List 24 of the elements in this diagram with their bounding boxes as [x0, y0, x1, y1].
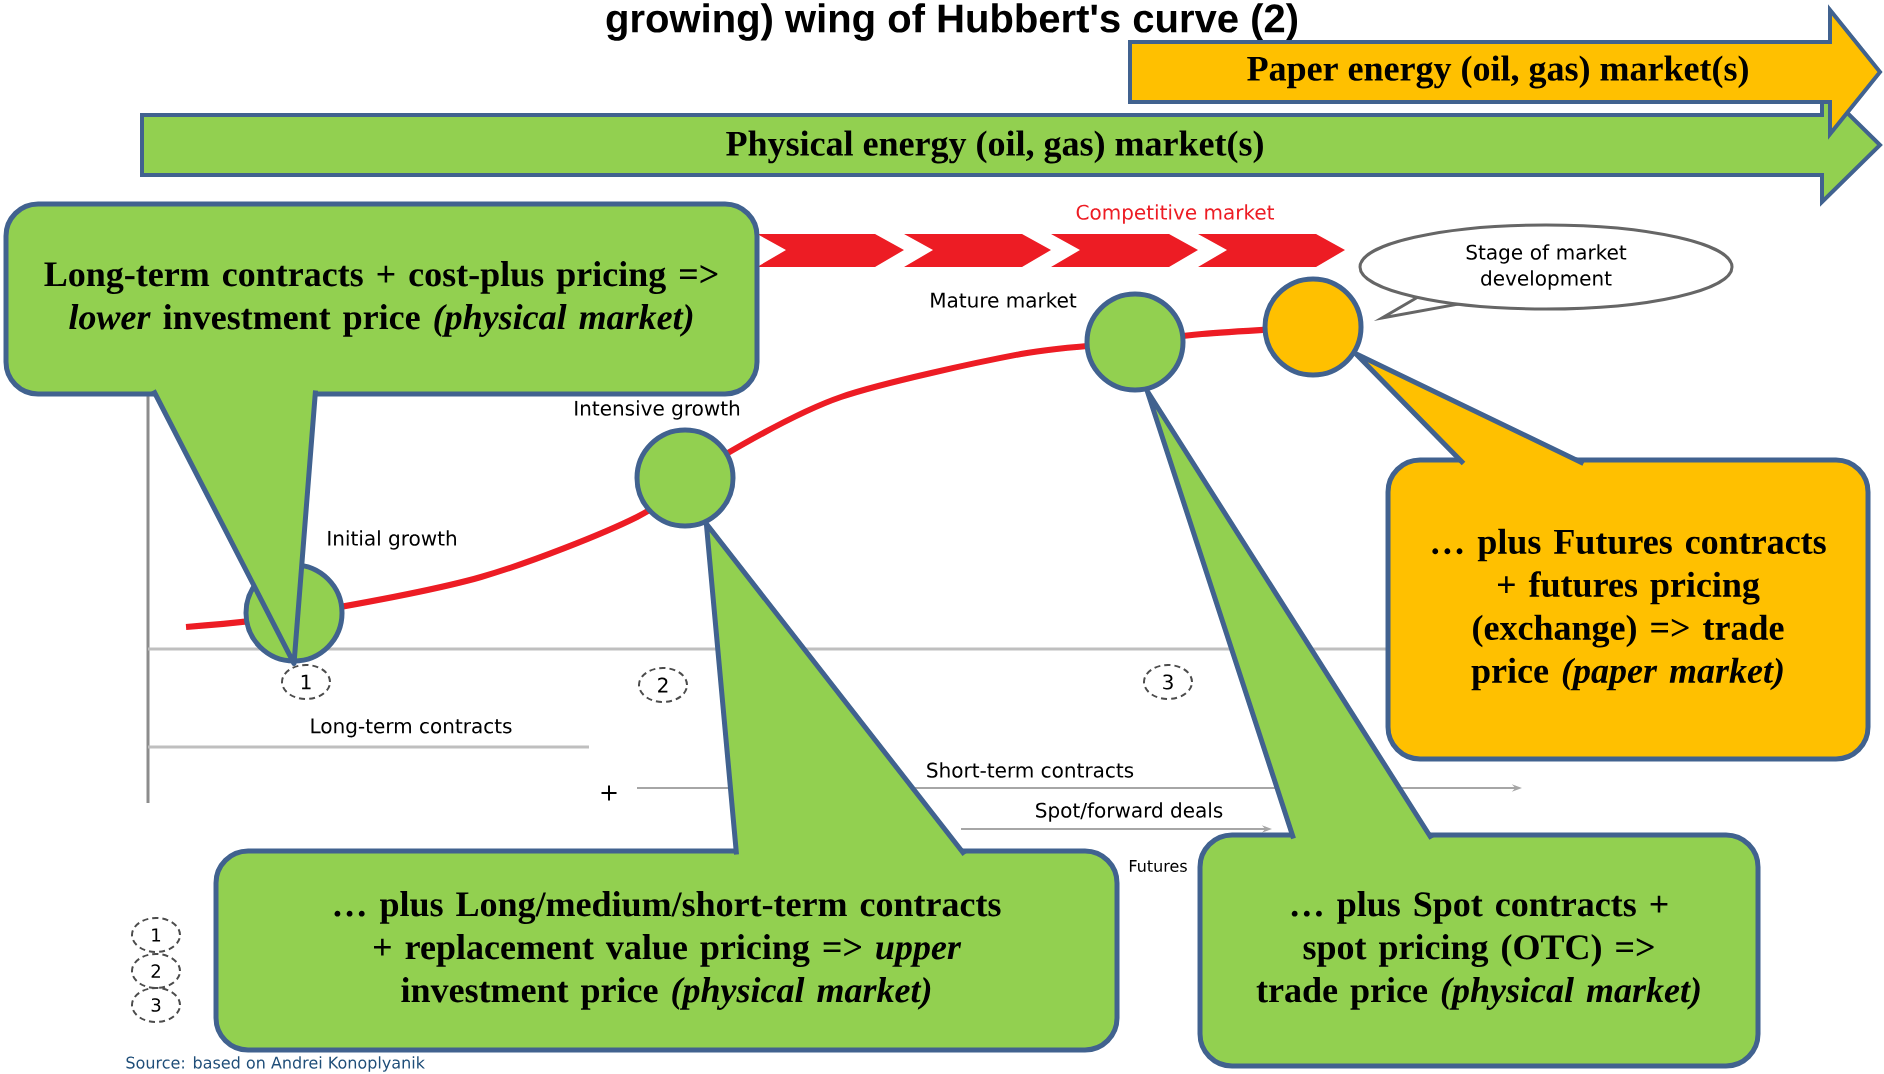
callout-box: … plus Spot contracts + spot pricing (OTC) => trade price (physical market): [1197, 832, 1761, 1069]
marker-circle: [1262, 276, 1364, 378]
circled-number: 2: [638, 667, 688, 703]
circled-number: 2: [131, 953, 181, 989]
circled-number: 1: [281, 664, 331, 700]
marker-circle: [634, 427, 736, 529]
source-note: Source: based on Andrei Konoplyanik: [126, 1056, 425, 1072]
circled-number: 3: [1143, 664, 1193, 700]
marker-circle: [1084, 291, 1186, 393]
circled-number: 3: [131, 987, 181, 1023]
chart-label: Futures: [1129, 860, 1187, 872]
chart-label: Long-term contracts: [311, 718, 512, 738]
chart-label: Spot/forward deals: [1036, 802, 1223, 822]
chart-label: +: [601, 785, 617, 801]
chart-label: Competitive market: [1076, 204, 1274, 224]
callout-pointer: [1353, 351, 1586, 466]
chart-label: Initial growth: [328, 530, 456, 550]
circled-number: 1: [131, 917, 181, 953]
chart-label: Intensive growth: [575, 400, 740, 420]
callout-pointer: [1144, 388, 1434, 841]
chart-label: Short-term contracts: [927, 762, 1134, 778]
callout-pointer: [703, 521, 967, 857]
speech-bubble: Stage of market development: [1358, 223, 1734, 321]
callout-pointer: [151, 388, 318, 666]
